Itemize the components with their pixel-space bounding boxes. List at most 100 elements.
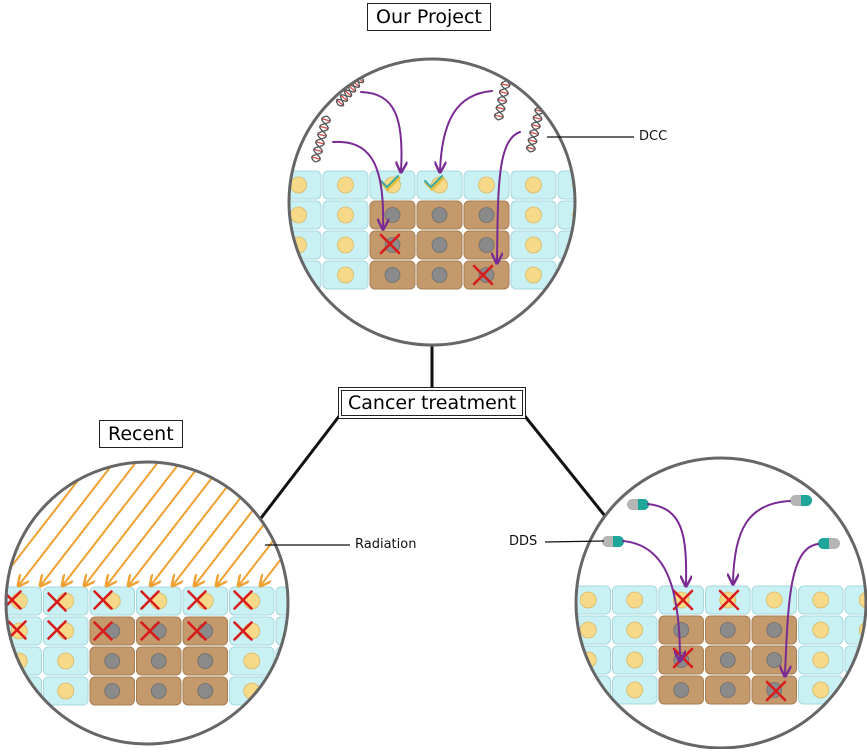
title-recent: Recent	[99, 420, 183, 448]
healthy-cell	[510, 200, 557, 230]
cancer-cell	[705, 675, 751, 705]
cancer-cell	[658, 675, 704, 705]
healthy-cell	[275, 646, 288, 676]
cancer-cell	[182, 676, 228, 706]
healthy-cell	[612, 615, 658, 645]
cancer-cell	[369, 260, 416, 290]
healthy-cell	[798, 645, 844, 675]
arrow	[360, 91, 402, 171]
cross-mark-icon	[140, 621, 160, 641]
cancer-cell	[751, 615, 797, 645]
healthy-cell	[322, 170, 369, 200]
arrow	[107, 462, 228, 585]
cross-mark-icon	[187, 621, 207, 641]
healthy-cell	[322, 230, 369, 260]
arrow	[622, 540, 680, 660]
cross-mark-icon	[472, 264, 494, 286]
cancer-cell	[136, 616, 182, 646]
panel-recent-radiation	[4, 460, 290, 746]
panel-content	[6, 462, 288, 744]
arrow	[332, 140, 383, 228]
cancer-cell	[182, 646, 228, 676]
cross-mark-icon	[718, 589, 740, 611]
check-mark-icon	[380, 175, 401, 192]
cross-mark-icon	[47, 592, 67, 612]
healthy-cell	[463, 170, 510, 200]
healthy-cell	[6, 646, 42, 676]
cross-mark-icon	[93, 590, 113, 610]
cancer-cell	[136, 646, 182, 676]
arrow	[733, 500, 791, 583]
cross-mark-icon	[233, 590, 253, 610]
healthy-cell	[751, 585, 797, 615]
cancer-cell	[89, 646, 135, 676]
arrow	[85, 462, 206, 585]
arrow	[261, 462, 288, 585]
healthy-cell	[43, 676, 89, 706]
arrow	[647, 503, 686, 585]
panel-border	[4, 460, 290, 746]
arrow	[41, 462, 162, 585]
healthy-cell	[510, 170, 557, 200]
cross-mark-icon	[93, 621, 113, 641]
capsule-icon	[627, 499, 649, 510]
healthy-cell	[322, 260, 369, 290]
cancer-cell	[89, 676, 135, 706]
connector-right	[522, 414, 607, 517]
arrow	[785, 543, 819, 675]
arrow	[239, 462, 288, 585]
healthy-cell	[229, 616, 275, 646]
cancer-cell	[369, 200, 416, 230]
arrow	[440, 90, 493, 171]
healthy-cell	[43, 646, 89, 676]
cancer-cell	[89, 616, 135, 646]
arrow	[6, 462, 118, 585]
title-our-project: Our Project	[367, 3, 491, 31]
panel-content	[576, 458, 866, 748]
callout-dcc: DCC	[639, 129, 668, 144]
healthy-cell	[844, 675, 866, 705]
cancer-cell	[705, 645, 751, 675]
dna-icon	[335, 75, 365, 107]
arrow	[497, 131, 521, 262]
center-label-box: Cancer treatment	[338, 387, 527, 419]
connector-left	[256, 414, 342, 523]
healthy-cell	[275, 586, 288, 616]
leader-dds	[544, 540, 605, 543]
cross-mark-icon	[140, 590, 160, 610]
healthy-cell	[612, 675, 658, 705]
healthy-cell	[322, 200, 369, 230]
panel-border	[287, 57, 577, 347]
healthy-cell	[557, 200, 575, 230]
arrow	[63, 462, 184, 585]
healthy-cell	[416, 170, 463, 200]
panel-border	[574, 456, 867, 750]
healthy-cell	[798, 585, 844, 615]
check-mark-icon	[424, 175, 445, 192]
arrow	[19, 462, 140, 585]
cross-mark-icon	[379, 233, 401, 255]
callout-dds: DDS	[509, 534, 538, 549]
panel-content	[289, 59, 575, 345]
cancer-cell	[416, 200, 463, 230]
cancer-cell	[416, 230, 463, 260]
cancer-cell	[463, 230, 510, 260]
cancer-cell	[136, 676, 182, 706]
panel-our-project	[287, 57, 577, 347]
arrow	[173, 462, 288, 585]
callout-radiation: Radiation	[355, 537, 417, 552]
capsule-icon	[818, 538, 840, 549]
healthy-cell	[229, 646, 275, 676]
cancer-cell	[463, 200, 510, 230]
healthy-cell	[612, 585, 658, 615]
healthy-cell	[576, 615, 611, 645]
cancer-cell	[463, 260, 510, 290]
healthy-cell	[510, 260, 557, 290]
cross-mark-icon	[47, 620, 67, 640]
healthy-cell	[557, 170, 575, 200]
dna-icon	[311, 115, 331, 163]
cancer-cell	[658, 615, 704, 645]
capsule-icon	[790, 495, 812, 506]
